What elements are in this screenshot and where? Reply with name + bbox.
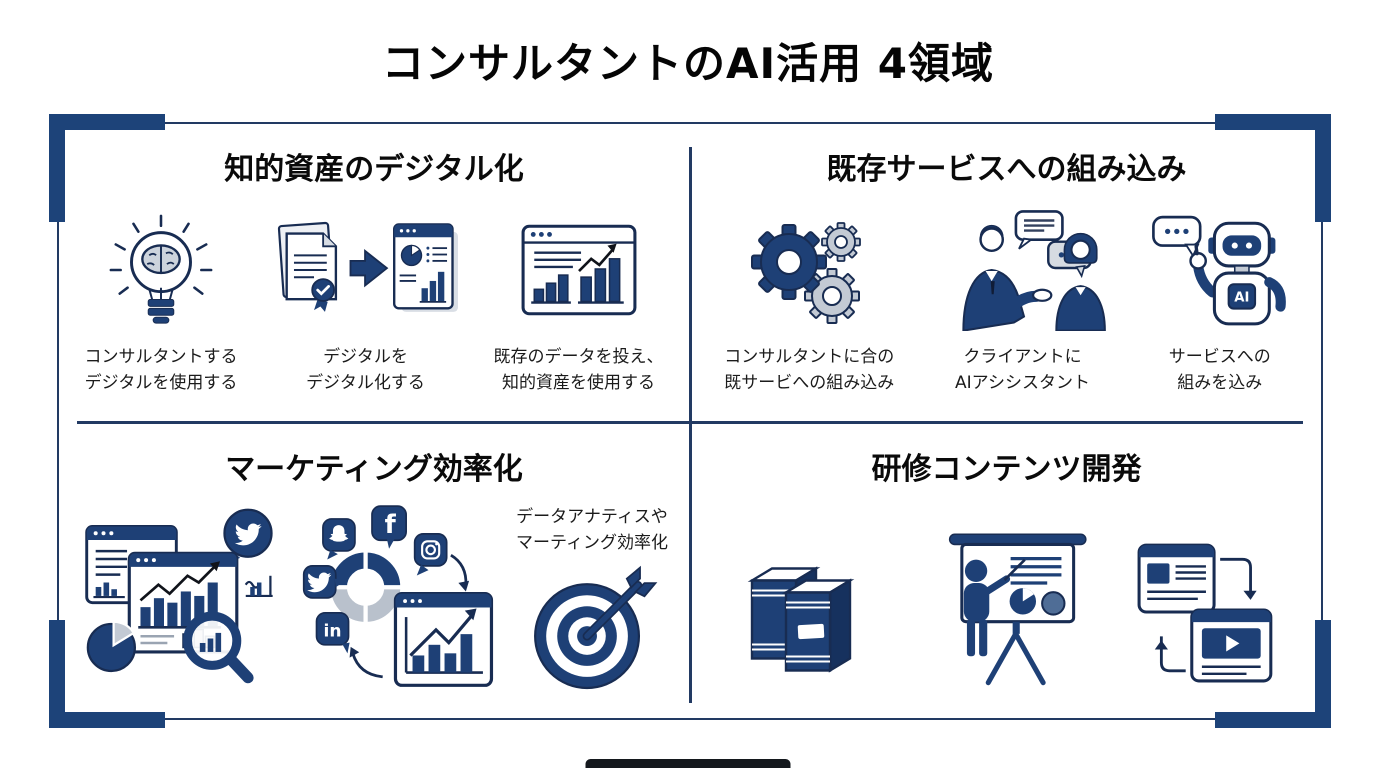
item-data-dashboard: 既存のデータを投え、 知的資産を使用する xyxy=(494,204,664,397)
social-media-funnel-icon: f xyxy=(302,505,494,687)
items-row: f xyxy=(59,504,689,718)
quadrant-title: 知的資産のデジタル化 xyxy=(224,152,524,187)
corner-bracket-bottom-left xyxy=(49,620,165,728)
item-caption: データアナティスや マーティング効率化 xyxy=(516,507,668,554)
items-row: コンサルタントする デジタルを使用する xyxy=(59,204,689,421)
twitter-icon xyxy=(302,565,346,599)
gears-icon xyxy=(751,222,862,324)
item-caption: クライアントに AIアシシスタント xyxy=(955,347,1090,394)
target-dart-icon xyxy=(534,565,658,689)
facebook-icon: f xyxy=(371,505,407,549)
quadrant-title: 既存サービスへの組み込み xyxy=(826,152,1187,187)
instagram-icon xyxy=(413,533,448,576)
documents-digitize-icon xyxy=(277,221,458,312)
horizontal-divider xyxy=(77,421,1303,424)
item-caption: コンサルタントする デジタルを使用する xyxy=(84,347,238,394)
quadrant-digitization: 知的資産のデジタル化 xyxy=(59,124,689,421)
item-social-media-funnel: f xyxy=(297,504,495,696)
ai-robot-icon: AI xyxy=(1151,215,1286,326)
item-article-video-cycle xyxy=(1133,535,1285,687)
corner-bracket-bottom-right xyxy=(1215,620,1331,728)
item-caption: サービスへの 組みを込み xyxy=(1168,347,1271,394)
quadrant-title: マーケティング効率化 xyxy=(225,452,523,487)
corner-bracket-top-left xyxy=(49,114,165,222)
vertical-divider xyxy=(689,147,692,703)
item-documents-digitize: デジタルを デジタル化する xyxy=(263,204,468,397)
article-video-cycle-icon xyxy=(1137,543,1273,683)
data-dashboard-icon xyxy=(521,224,636,316)
quadrant-marketing: マーケティング効率化 xyxy=(59,424,689,718)
item-social-analytics xyxy=(80,504,276,689)
linkedin-icon: in xyxy=(315,611,350,654)
bulb-brain-icon xyxy=(109,214,213,324)
page-title: コンサルタントのAI活用 4領域 xyxy=(382,39,994,88)
svg-text:in: in xyxy=(324,621,342,641)
corner-bracket-top-right xyxy=(1215,114,1331,222)
books-icon xyxy=(747,565,855,673)
item-ai-robot: AI サービスへの 組みを込み xyxy=(1151,204,1289,397)
items-row xyxy=(692,504,1321,718)
item-gears: コンサルタントに合の 既サービへの組み込み xyxy=(724,204,894,397)
consulting-conversation-icon xyxy=(961,210,1106,331)
item-caption: デジタルを デジタル化する xyxy=(306,347,425,394)
svg-text:f: f xyxy=(385,510,397,540)
item-books xyxy=(728,544,873,679)
bottom-watermark-bar xyxy=(585,759,791,768)
item-caption: コンサルタントに合の 既サービへの組み込み xyxy=(724,347,895,394)
training-presentation-icon xyxy=(948,533,1087,686)
item-training-presentation xyxy=(909,532,1097,690)
item-target: データアナティスや マーティング効率化 xyxy=(516,504,668,699)
item-caption: 既存のデータを投え、 知的資産を使用する xyxy=(493,347,664,394)
quadrant-frame: 知的資産のデジタル化 xyxy=(49,114,1331,728)
quadrant-title: 研修コンテンツ開発 xyxy=(871,452,1142,487)
ai-badge-label: AI xyxy=(1234,291,1249,306)
social-analytics-icon xyxy=(85,508,273,684)
items-row: コンサルタントに合の 既サービへの組み込み xyxy=(692,204,1321,421)
item-bulb-brain: コンサルタントする デジタルを使用する xyxy=(85,204,238,397)
item-consulting-conversation: クライアントに AIアシシスタント xyxy=(927,204,1119,397)
snapchat-icon xyxy=(322,518,356,560)
quadrant-service-integration: 既存サービスへの組み込み xyxy=(692,124,1321,421)
quadrant-training-content: 研修コンテンツ開発 xyxy=(692,424,1321,718)
